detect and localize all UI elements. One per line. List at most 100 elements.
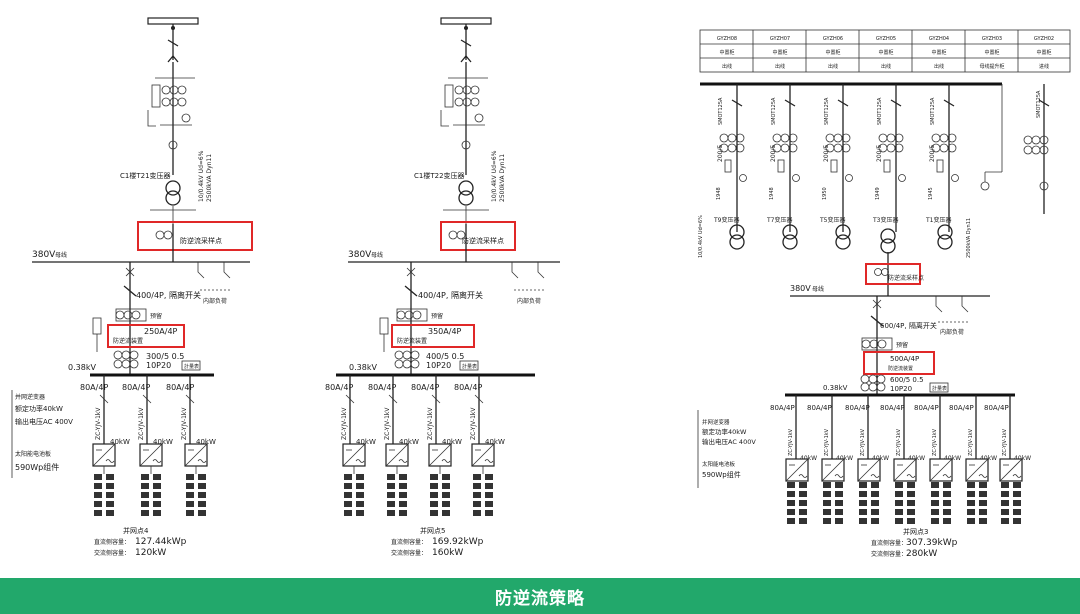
cabinet-col-4: SMOT125A 200/5 1949 T3变压器 xyxy=(872,84,906,254)
dc-capacity-value: 307.39kWp xyxy=(906,538,958,548)
info-inverter-title: 并网逆变器 xyxy=(15,393,45,401)
feeder-cable: ZC-YJV-1kV xyxy=(896,428,902,456)
ac-capacity-label: 交流侧容量： xyxy=(871,550,907,558)
info-pv-title: 太阳能电池板 xyxy=(702,460,736,468)
feeder-cable: ZC-YJV-1kV xyxy=(384,407,391,440)
feeder-cable: ZC-YJV-1kV xyxy=(138,407,145,440)
ct-ratio: 300/5 0.5 xyxy=(146,352,184,361)
dc-capacity-label: 直流侧容量： xyxy=(391,538,427,546)
lv-voltage: 0.38kV xyxy=(823,384,848,392)
cabinet-transformer: T5变压器 xyxy=(819,216,845,224)
feeder-1: 80A/4P ZC-YJV-1kV 40kW xyxy=(80,375,130,516)
dc-capacity-value: 127.44kWp xyxy=(135,537,187,547)
dc-capacity-label: 直流侧容量： xyxy=(871,539,907,547)
feeder-cable: ZC-YJV-1kV xyxy=(968,428,974,456)
anti-backflow-device-highlight xyxy=(391,324,475,348)
grid-point-label: 并网点4 xyxy=(123,526,149,535)
sampling-point-label: 防逆流采样点 xyxy=(888,274,924,282)
info-pv-module: 590Wp组件 xyxy=(15,462,59,472)
reserved-label: 预留 xyxy=(896,341,908,349)
ac-capacity-value: 120kW xyxy=(135,548,166,558)
cabinet-col-5: SMOT125A 200/5 1945 T1变压器 xyxy=(925,84,959,250)
hv-bus-stub xyxy=(147,17,199,25)
cabinet-ct: 200/5 xyxy=(876,145,883,162)
meter-cluster xyxy=(147,77,195,127)
right-info-box: 并网逆变器 额定功率40kW 输出电压AC 400V 太阳能电池板 590Wp组… xyxy=(697,410,756,488)
ct-class: 10P20 xyxy=(146,361,171,370)
feeder-1: 80A/4P ZC-YJV-1kV 40kW xyxy=(325,375,376,516)
footer-title: 防逆流策略 xyxy=(495,588,585,609)
ct-class: 10P20 xyxy=(426,361,451,370)
transformer-symbol xyxy=(165,180,181,206)
feeder-breaker: 80A/4P xyxy=(880,404,905,412)
info-rated-power: 额定功率40kW xyxy=(15,404,63,413)
cabinet-transformer: T3变压器 xyxy=(872,216,898,224)
internal-load-label: 内部负荷 xyxy=(940,328,964,336)
feeder-1: 80A/4P ZC-YJV-1kV 40kW xyxy=(770,395,817,524)
bus-voltage-label: 380V xyxy=(32,250,56,260)
meter-label: 計量表 xyxy=(932,385,947,392)
cabinet-type: 中置柜 xyxy=(931,49,946,56)
cabinet-id: GYZH07 xyxy=(770,36,790,42)
cabinet-id: GYZH05 xyxy=(876,36,896,42)
cabinet-col-3: SMOT125A 200/5 1950 T5变压器 xyxy=(819,84,853,250)
feeder-breaker: 80A/4P xyxy=(411,383,439,392)
transformer-spec: 10/0.4kV Ud=6% xyxy=(491,150,498,202)
panel-grid-point-3: GYZH08 GYZH07 GYZH06 GYZH05 GYZH04 GYZH0… xyxy=(697,29,1071,559)
cabinet-tag: 1949 xyxy=(875,187,881,200)
cabinet-function: 出线 xyxy=(934,63,944,70)
ac-capacity-label: 交流侧容量： xyxy=(94,549,130,557)
cabinet-ct: 200/5 xyxy=(770,145,777,162)
feeder-cable: ZC-YJV-1kV xyxy=(470,407,477,440)
feeder-breaker: 80A/4P xyxy=(80,383,108,392)
disconnector xyxy=(167,39,179,47)
lv-voltage: 0.38kV xyxy=(349,363,377,372)
feeder-cable: ZC-YJV-1kV xyxy=(1002,428,1008,456)
ct-class: 10P20 xyxy=(890,385,912,393)
bus-sub-label: 母线 xyxy=(371,251,383,259)
cabinet-type: 中置柜 xyxy=(1036,49,1051,56)
feeder-cable: ZC-YJV-1kV xyxy=(860,428,866,456)
cabinet-type: 中置柜 xyxy=(719,49,734,56)
cabinet-tag: 1948 xyxy=(769,187,775,200)
feeder-breaker: 80A/4P xyxy=(949,404,974,412)
info-output-voltage: 输出电压AC 400V xyxy=(702,437,756,446)
feeder-3: 80A/4P ZC-YJV-1kV 40kW xyxy=(411,375,462,516)
meter-label: 計量表 xyxy=(184,363,199,370)
feeder-4: 80A/4P ZC-YJV-1kV 40kW xyxy=(454,375,505,516)
breaker-rating: 500A/4P xyxy=(890,355,919,363)
grid-point-label: 并网点5 xyxy=(420,526,445,535)
info-pv-module: 590Wp组件 xyxy=(702,470,741,479)
cabinet-function: 出线 xyxy=(881,63,891,70)
cabinet-type: 中置柜 xyxy=(825,49,840,56)
ct-ratio: 400/5 0.5 xyxy=(426,352,464,361)
anti-backflow-device-highlight xyxy=(863,351,935,375)
feeder-2: 80A/4P ZC-YJV-1kV 40kW xyxy=(122,375,173,516)
feeder-breaker: 80A/4P xyxy=(122,383,150,392)
cabinet-function: 出线 xyxy=(722,63,732,70)
isolation-switch-label: 600/4P, 隔离开关 xyxy=(880,321,937,330)
ct-ratio: 600/5 0.5 xyxy=(890,376,924,384)
cabinet-ct: 200/5 xyxy=(717,145,724,162)
feeder-3: 80A/4P ZC-YJV-1kV 40kW xyxy=(166,375,216,516)
cabinet-breaker: SMOT125A xyxy=(1036,90,1042,118)
bus-sub-label: 母线 xyxy=(55,251,67,259)
breaker-rating: 350A/4P xyxy=(428,327,462,336)
transformer-rating: 2500kVA Dyn11 xyxy=(499,154,506,202)
internal-load-label: 内部负荷 xyxy=(517,297,541,305)
bus-voltage-label: 380V xyxy=(790,284,811,293)
anti-backflow-sampling-highlight xyxy=(865,263,921,285)
feeder-2: 80A/4P ZC-YJV-1kV 40kW xyxy=(368,375,419,516)
cabinet-transformer: T1变压器 xyxy=(925,216,951,224)
feeder-breaker: 80A/4P xyxy=(454,383,482,392)
dc-capacity-label: 直流侧容量： xyxy=(94,538,130,546)
transformer-label: C1楼T22变压器 xyxy=(414,171,465,180)
anti-backflow-device-highlight xyxy=(107,324,185,348)
inverter-icon xyxy=(139,443,163,467)
feeder-breaker: 80A/4P xyxy=(166,383,194,392)
feeder-breaker: 80A/4P xyxy=(770,404,795,412)
cabinet-type: 中置柜 xyxy=(984,49,999,56)
feeder-cable: ZC-YJV-1kV xyxy=(95,407,102,440)
meter-label: 計量表 xyxy=(462,363,477,370)
sampling-point-label: 防逆流采样点 xyxy=(180,236,222,245)
